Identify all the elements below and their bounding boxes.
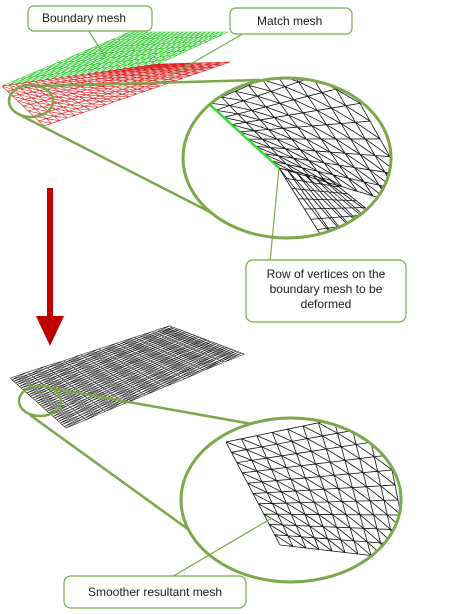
down-arrow-shaft xyxy=(47,188,53,318)
callout-boundary-mesh: Boundary mesh xyxy=(27,5,153,59)
resultant-mesh xyxy=(10,325,245,429)
zoom-circle-bottom xyxy=(179,416,403,584)
callout-smoother-mesh: Smoother resultant mesh xyxy=(63,517,273,609)
magnifier-line-top-lower xyxy=(21,114,211,214)
zoom-circle-top-bg xyxy=(183,78,391,238)
callout-row-of-vertices: Row of vertices on the boundary mesh to … xyxy=(245,167,407,323)
magnifier-line-bottom-upper xyxy=(49,386,253,426)
callout-row-of-vertices-line-3: deformed xyxy=(301,297,352,311)
callout-row-of-vertices-line-2: boundary mesh to be xyxy=(270,282,383,296)
callout-boundary-mesh-box xyxy=(27,5,153,32)
callout-row-of-vertices-box xyxy=(245,259,407,323)
callout-row-of-vertices-leader xyxy=(269,167,280,263)
callout-match-mesh: Match mesh xyxy=(169,7,353,77)
callout-smoother-mesh-box xyxy=(63,575,247,609)
magnifier-source-top xyxy=(7,83,55,119)
callout-smoother-mesh-leader xyxy=(169,517,273,579)
callout-match-mesh-leader xyxy=(169,31,247,77)
magnifier-source-bottom xyxy=(17,384,63,418)
callout-match-mesh-box xyxy=(229,7,353,35)
callout-match-mesh-label: Match mesh xyxy=(257,14,322,28)
boundary-mesh-lines xyxy=(1,31,229,87)
boundary-mesh xyxy=(1,31,229,87)
highlighted-vertex-row xyxy=(207,102,280,169)
callout-boundary-mesh-leader xyxy=(87,29,107,59)
zoom-circle-bottom-bg xyxy=(181,418,401,582)
down-arrow-head xyxy=(36,316,64,346)
zoom-circle-top xyxy=(181,76,393,240)
magnifier-line-top-upper xyxy=(37,78,261,88)
down-arrow xyxy=(36,188,64,346)
magnifier-line-bottom-lower xyxy=(29,413,215,550)
match-mesh xyxy=(1,61,231,127)
callout-row-of-vertices-line-1: Row of vertices on the xyxy=(267,267,386,281)
resultant-mesh-lines xyxy=(10,325,245,429)
callout-boundary-mesh-label: Boundary mesh xyxy=(42,11,126,25)
match-mesh-lines xyxy=(1,61,231,127)
callout-smoother-mesh-label: Smoother resultant mesh xyxy=(88,585,222,599)
